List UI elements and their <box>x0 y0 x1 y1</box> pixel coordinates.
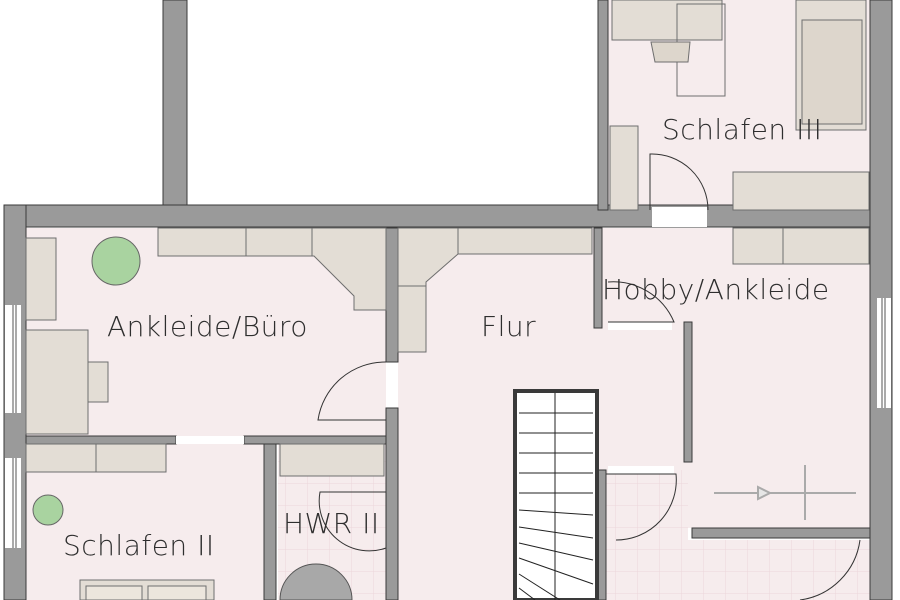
room-label-schlafen-iii: Schlafen III <box>662 113 823 146</box>
room-label-flur: Flur <box>481 310 537 343</box>
door-swings <box>317 153 861 600</box>
windows <box>12 298 886 548</box>
room-label-hobby-ankleide: Hobby/Ankleide <box>602 273 830 306</box>
furniture <box>25 0 870 600</box>
room-label-hwr-ii: HWR II <box>283 507 380 540</box>
plants <box>32 236 141 526</box>
room-label-schlafen-ii: Schlafen II <box>63 529 215 562</box>
room-label-ankleide-buero: Ankleide/Büro <box>107 310 308 343</box>
bicycle <box>714 465 856 520</box>
staircase <box>513 389 599 600</box>
